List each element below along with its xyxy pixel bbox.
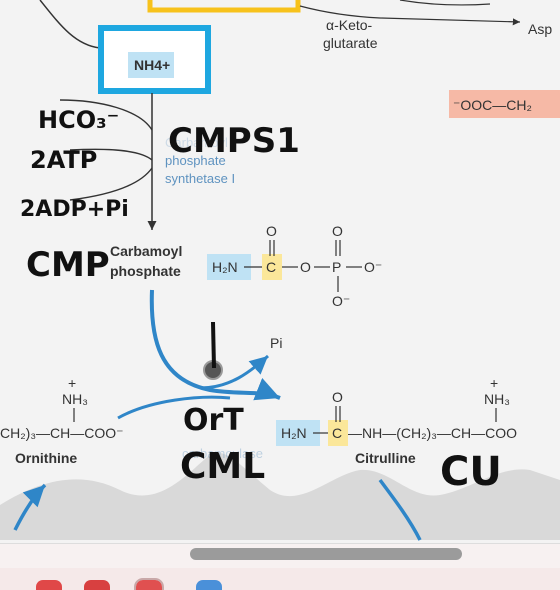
pi-arrow <box>199 354 269 390</box>
hand-2adp: 2ADP+Pi <box>20 197 129 222</box>
tray-icon-red-2[interactable] <box>84 580 110 590</box>
asp-arrow <box>379 17 521 26</box>
glutarate-label: glutarate <box>323 35 378 51</box>
hand-cml: CML <box>180 446 265 487</box>
svg-text:C: C <box>332 425 342 441</box>
svg-text:O: O <box>300 259 311 275</box>
hand-cmp: CMP <box>26 245 110 285</box>
carbamoyl-phosphate-line2: phosphate <box>110 263 181 279</box>
ornithine-structure: + NH₃ CH₂)₃—CH—COO⁻ Ornithine <box>0 375 124 466</box>
svg-text:—NH—(CH₂)₃—CH—COO: —NH—(CH₂)₃—CH—COO <box>348 425 517 441</box>
yellow-box <box>147 0 301 13</box>
carbamoyl-to-citrulline-arrow <box>149 289 281 401</box>
enzyme-line2: phosphate <box>165 153 226 168</box>
hand-hco3: HCO₃⁻ <box>38 106 119 134</box>
scrollbar-thumb[interactable] <box>190 548 462 560</box>
app-tray <box>0 568 560 590</box>
ornithine-arrow <box>117 395 231 420</box>
svg-text:O: O <box>332 389 343 405</box>
svg-text:+: + <box>490 375 498 391</box>
hco3-curve <box>59 99 153 131</box>
ooc-fragment: ⁻OOC—CH₂ <box>453 97 532 113</box>
svg-text:O⁻: O⁻ <box>364 259 382 275</box>
svg-text:Ornithine: Ornithine <box>15 450 77 466</box>
svg-text:H₂N: H₂N <box>281 425 307 441</box>
svg-text:C: C <box>266 259 276 275</box>
hand-2atp: 2ATP <box>30 146 97 174</box>
lower-right-arrow <box>378 478 422 541</box>
tray-icon-red-1[interactable] <box>36 580 62 590</box>
lower-left-arrow <box>13 483 47 531</box>
enzyme-line1: Carbamoyl <box>165 135 228 150</box>
top-curve-line <box>39 0 101 49</box>
svg-text:NH₃: NH₃ <box>484 391 510 407</box>
svg-text:+: + <box>68 375 76 391</box>
svg-text:P: P <box>332 259 341 275</box>
otc-label: carbamoylase <box>182 446 263 461</box>
nh4-highlight <box>128 52 174 78</box>
svg-text:CH₂)₃—CH—COO⁻: CH₂)₃—CH—COO⁻ <box>0 425 124 441</box>
enzyme-line3: synthetase I <box>165 171 235 186</box>
background-wave <box>0 452 560 540</box>
carbamoyl-phosphate-structure: H₂N C O O P O O⁻ O⁻ <box>207 223 382 309</box>
alpha-keto-arrow <box>299 5 381 19</box>
tray-icon-blue[interactable] <box>196 580 222 590</box>
tray-icon-active[interactable] <box>134 578 164 590</box>
hand-cu: CU <box>440 449 502 495</box>
citrulline-structure: H₂N C O —NH—(CH₂)₃—CH—COO + NH₃ Citrulli… <box>276 375 517 466</box>
atp-curve <box>69 148 153 161</box>
adp-curve <box>69 167 153 201</box>
svg-text:H₂N: H₂N <box>212 259 238 275</box>
hand-cmps1: CMPS1 <box>168 121 300 161</box>
hand-ort: OrT <box>183 403 244 438</box>
top-right-curve <box>399 0 491 6</box>
nh4-label: NH4+ <box>134 57 170 73</box>
svg-text:O: O <box>266 223 277 239</box>
ooc-highlight <box>449 90 560 118</box>
pi-label: Pi <box>270 335 282 351</box>
enzyme-marker-stroke <box>211 321 216 369</box>
svg-text:NH₃: NH₃ <box>62 391 88 407</box>
svg-text:Citrulline: Citrulline <box>355 450 416 466</box>
nh4-box <box>98 25 211 94</box>
svg-text:O⁻: O⁻ <box>332 293 350 309</box>
asp-label: Asp <box>528 21 552 37</box>
alpha-keto-label: α-Keto- <box>326 17 373 33</box>
carbamoyl-phosphate-line1: Carbamoyl <box>110 243 182 259</box>
svg-text:O: O <box>332 223 343 239</box>
